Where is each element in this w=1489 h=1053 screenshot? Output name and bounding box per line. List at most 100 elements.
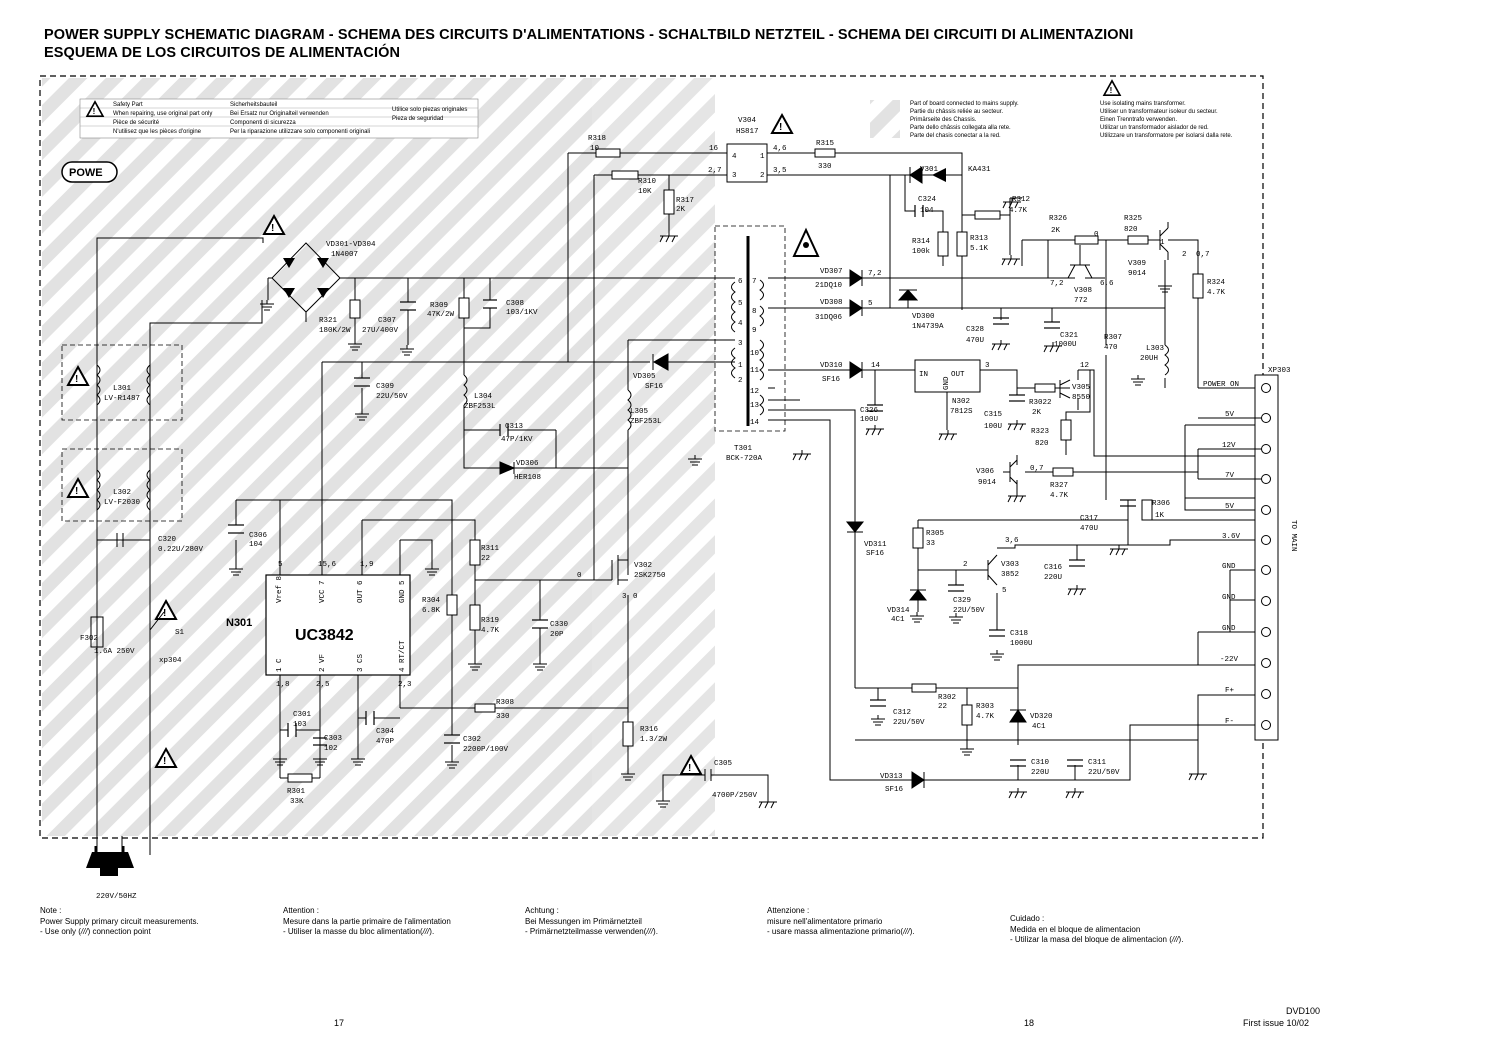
svg-text:9014: 9014 <box>978 479 997 487</box>
svg-text:1: 1 <box>1160 239 1165 247</box>
connector-wires <box>1197 417 1262 480</box>
issue-date: First issue 10/02 <box>1243 1018 1310 1028</box>
svg-text:47K/2W: 47K/2W <box>427 311 455 319</box>
svg-text:22U/50V: 22U/50V <box>893 719 925 727</box>
svg-text:R325: R325 <box>1124 215 1143 223</box>
chassis-ground-icon: /// <box>422 927 430 936</box>
page-title-line-1: POWER SUPPLY SCHEMATIC DIAGRAM - SCHEMA … <box>44 27 1134 43</box>
svg-text:T301: T301 <box>734 445 753 453</box>
svg-text:GND: GND <box>1222 594 1236 602</box>
svg-text:R305: R305 <box>926 530 945 538</box>
hatch-legend: Part of board connected to mains supply.… <box>870 100 1019 139</box>
chassis-ground-symbols <box>659 197 1208 809</box>
transformer-t301 <box>731 236 764 426</box>
warning-icon <box>792 227 820 257</box>
svg-text:R306: R306 <box>1152 500 1171 508</box>
warning-icon <box>771 114 793 134</box>
svg-text:OUT: OUT <box>951 371 965 379</box>
svg-text:VD314: VD314 <box>887 607 910 615</box>
svg-text:104: 104 <box>249 541 263 549</box>
svg-text:HS817: HS817 <box>736 128 759 136</box>
svg-text:0,7: 0,7 <box>1196 251 1210 259</box>
svg-text:5: 5 <box>738 300 743 308</box>
svg-text:2SK2750: 2SK2750 <box>634 572 666 580</box>
page-number-right: 18 <box>1024 1018 1035 1028</box>
svg-text:3,6: 3,6 <box>1005 537 1019 545</box>
svg-text:100U: 100U <box>860 416 878 424</box>
svg-text:15,6: 15,6 <box>318 561 337 569</box>
svg-text:C320: C320 <box>158 536 177 544</box>
svg-text:33K: 33K <box>290 798 304 806</box>
svg-text:5V: 5V <box>1225 503 1235 511</box>
svg-text:R316: R316 <box>640 726 659 734</box>
svg-text:UC3842: UC3842 <box>295 627 354 644</box>
common-mode-chokes <box>96 364 632 511</box>
svg-text:Utilizzare un transformatore p: Utilizzare un transformatore per isolars… <box>1100 133 1233 139</box>
svg-text:C306: C306 <box>249 532 268 540</box>
regulator-n302: IN OUT GND <box>914 359 981 393</box>
svg-text:R302: R302 <box>938 694 956 702</box>
page-number-left: 17 <box>334 1018 345 1028</box>
connector-pin-labels: POWER ON 5V 12V 7V 5V 3.6V GND GND GND -… <box>1203 381 1241 726</box>
svg-text:7,2: 7,2 <box>868 270 882 278</box>
svg-text:VD320: VD320 <box>1030 713 1053 721</box>
svg-text:C301: C301 <box>293 711 312 719</box>
svg-text:VD305: VD305 <box>633 373 656 381</box>
svg-text:C316: C316 <box>1044 564 1063 572</box>
svg-text:104: 104 <box>920 207 934 215</box>
svg-text:470: 470 <box>1104 344 1118 352</box>
svg-text:VD301-VD304: VD301-VD304 <box>326 241 376 249</box>
svg-text:21DQ10: 21DQ10 <box>815 282 843 290</box>
mains-plug-icon: 220V/50HZ <box>86 836 137 901</box>
svg-text:R311: R311 <box>481 545 500 553</box>
safety-legend: Safety Part When repairing, use original… <box>79 98 479 139</box>
svg-text:5: 5 <box>1002 587 1007 595</box>
svg-text:Utiliser un transformateur iso: Utiliser un transformateur isoleur du se… <box>1100 109 1218 115</box>
svg-text:4C1: 4C1 <box>1032 723 1046 731</box>
legend-safety-1a: Safety Part <box>113 102 143 108</box>
note-french: Attention : Mesure dans la partie primai… <box>283 906 451 936</box>
svg-text:BCK-720A: BCK-720A <box>726 455 763 463</box>
svg-text:SF16: SF16 <box>822 376 841 384</box>
svg-text:R317: R317 <box>676 197 694 205</box>
svg-text:4.7K: 4.7K <box>1009 207 1028 215</box>
svg-text:103: 103 <box>293 721 307 729</box>
svg-text:12V: 12V <box>1222 442 1236 450</box>
svg-text:820: 820 <box>1124 226 1138 234</box>
primary-diodes <box>499 353 669 475</box>
inductor-l303 <box>1164 344 1169 376</box>
svg-text:470P: 470P <box>376 738 395 746</box>
svg-text:R312: R312 <box>1012 196 1030 204</box>
svg-text:-22V: -22V <box>1220 656 1239 664</box>
svg-text:3: 3 <box>732 172 737 180</box>
svg-text:VD306: VD306 <box>516 460 539 468</box>
svg-text:27U/400V: 27U/400V <box>362 327 399 335</box>
primary-capacitors <box>228 299 548 746</box>
svg-text:470U: 470U <box>966 337 984 345</box>
svg-text:0: 0 <box>577 572 582 580</box>
svg-text:C330: C330 <box>550 621 569 629</box>
svg-text:31DQ06: 31DQ06 <box>815 314 843 322</box>
svg-text:8550: 8550 <box>1072 394 1091 402</box>
svg-text:7: 7 <box>752 278 757 286</box>
svg-text:6.8K: 6.8K <box>422 607 441 615</box>
svg-text:100U: 100U <box>984 423 1002 431</box>
svg-text:3 CS: 3 CS <box>357 653 365 672</box>
svg-text:1.6A 250V: 1.6A 250V <box>94 648 135 656</box>
svg-text:2,3: 2,3 <box>398 681 412 689</box>
svg-text:C321: C321 <box>1060 332 1079 340</box>
note-english: Note : Power Supply primary circuit meas… <box>40 906 199 936</box>
svg-text:3: 3 <box>622 593 627 601</box>
svg-text:N301: N301 <box>226 617 252 629</box>
svg-text:C328: C328 <box>966 326 984 334</box>
svg-text:3: 3 <box>985 362 990 370</box>
svg-text:0,7: 0,7 <box>1030 465 1044 473</box>
primary-resistors <box>287 148 675 783</box>
svg-text:2,5: 2,5 <box>316 681 330 689</box>
svg-text:C304: C304 <box>376 728 395 736</box>
svg-text:VD307: VD307 <box>820 268 843 276</box>
svg-text:1,9: 1,9 <box>360 561 374 569</box>
svg-text:C317: C317 <box>1080 515 1098 523</box>
svg-text:1N4739A: 1N4739A <box>912 323 944 331</box>
svg-text:SF16: SF16 <box>645 383 664 391</box>
